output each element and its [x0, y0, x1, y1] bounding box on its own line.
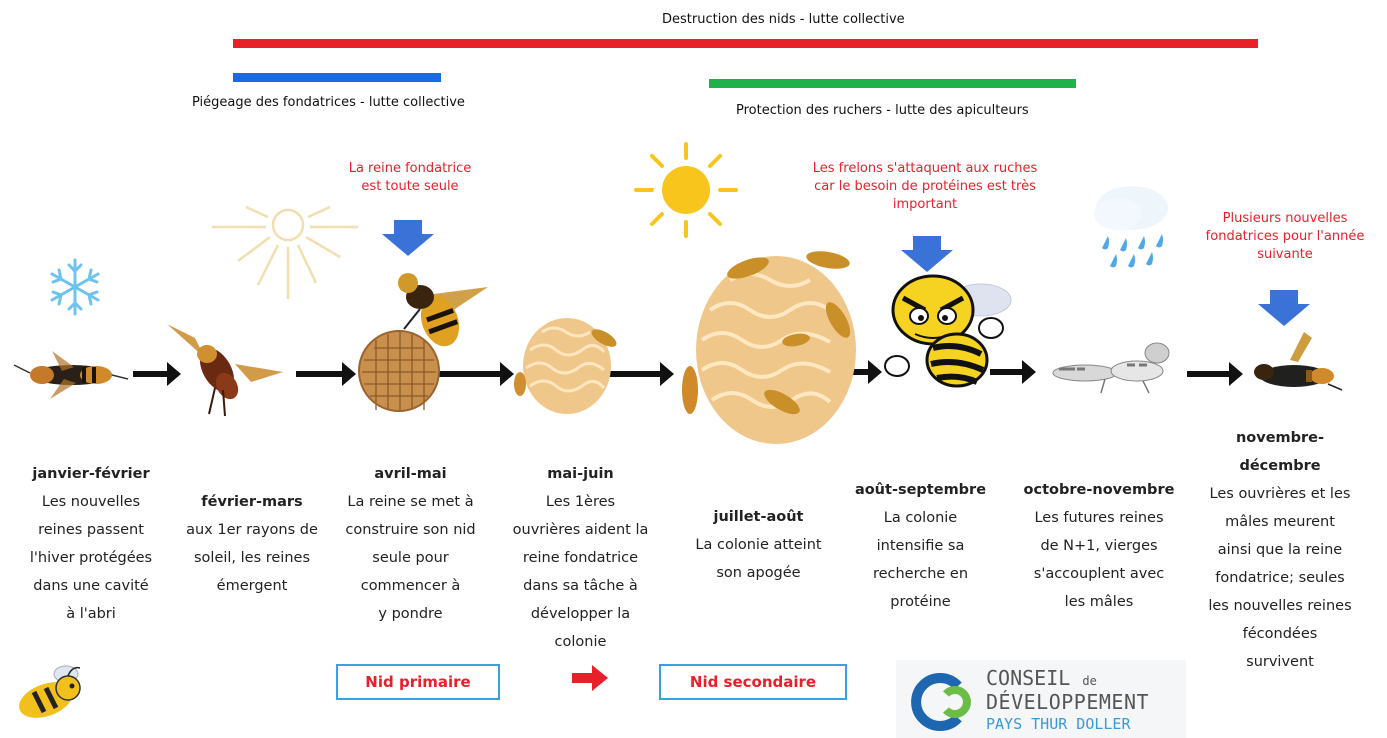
stage-janvier-fevrier: janvier-février Les nouvelles reines pas…: [0, 460, 182, 628]
stage-description: La colonie intensifie sa recherche en pr…: [872, 510, 969, 610]
stage-description: Les 1ères ouvrières aident la reine fond…: [512, 494, 649, 650]
stage-description: aux 1er rayons de soleil, les reines éme…: [186, 522, 318, 594]
down-arrow-icon: [901, 236, 953, 272]
right-arrow-icon: [438, 362, 514, 386]
rain-cloud-icon: [1094, 186, 1168, 268]
nest-icon: [358, 330, 440, 412]
stage-novembre-decembre: novembre- décembre Les ouvrières et les …: [1185, 424, 1375, 676]
piegeage-label: Piégeage des fondatrices - lutte collect…: [192, 95, 465, 110]
bee-mascot-icon: [19, 665, 81, 718]
protection-label: Protection des ruchers - lutte des apicu…: [736, 103, 1029, 118]
piegeage-bar: [233, 73, 441, 82]
stage-description: La reine se met à construire son nid seu…: [345, 494, 476, 622]
logo-line1: CONSEIL de: [986, 666, 1097, 690]
stage-fevrier-mars: février-mars aux 1er rayons de soleil, l…: [162, 488, 342, 600]
stage-title: janvier-février: [32, 466, 150, 482]
callout-frelons-ruches: Les frelons s'attaquent aux ruches car l…: [812, 161, 1038, 212]
stage-aout-septembre: août-septembre La colonie intensifie sa …: [828, 476, 1013, 616]
logo-mark-icon: [911, 673, 971, 731]
nid-secondaire-box: Nid secondaire: [659, 664, 847, 700]
callout-reine-seule: La reine fondatrice est toute seule: [348, 161, 472, 194]
stage-title: octobre-novembre: [1023, 482, 1175, 498]
down-arrow-icon: [1258, 290, 1310, 326]
logo-line3: PAYS THUR DOLLER: [986, 715, 1131, 733]
stage-avril-mai: avril-mai La reine se met à construire s…: [318, 460, 503, 628]
right-arrow-icon: [990, 360, 1036, 384]
stage-description: Les futures reines de N+1, vierges s'acc…: [1033, 510, 1165, 610]
nest-icon: [514, 318, 617, 414]
sun-icon: [634, 142, 738, 238]
destruction-label: Destruction des nids - lutte collective: [662, 12, 905, 27]
logo-conseil: CONSEIL: [986, 666, 1071, 690]
hornet-icon: [1052, 342, 1170, 394]
hornet-icon: [167, 324, 283, 417]
stage-title: mai-juin: [547, 466, 614, 482]
conseil-logo: CONSEIL de DÉVELOPPEMENT PAYS THUR DOLLE…: [896, 660, 1186, 738]
hornet-icon: [398, 273, 488, 347]
destruction-bar: [233, 39, 1258, 48]
nid-primaire-box: Nid primaire: [336, 664, 500, 700]
stage-title: août-septembre: [854, 482, 987, 498]
right-arrow-icon: [296, 362, 356, 386]
sun-icon: [212, 205, 358, 299]
logo-line2: DÉVELOPPEMENT: [986, 690, 1150, 714]
stage-mai-juin: mai-juin Les 1ères ouvrières aident la r…: [488, 460, 673, 656]
right-arrow-icon: [838, 360, 882, 384]
right-arrow-icon: [133, 362, 181, 386]
stage-description: La colonie atteint son apogée: [695, 537, 822, 581]
stage-description: Les nouvelles reines passent l'hiver pro…: [29, 494, 153, 622]
down-arrow-icon: [382, 220, 434, 256]
stage-description: Les ouvrières et les mâles meurent ainsi…: [1208, 486, 1352, 670]
protection-bar: [709, 79, 1076, 88]
stage-title: avril-mai: [374, 466, 447, 482]
right-arrow-icon: [572, 665, 608, 691]
right-arrow-icon: [1187, 362, 1243, 386]
hornet-icon: [1254, 332, 1343, 391]
hornet-icon: [884, 274, 1012, 388]
nest-icon: [682, 251, 856, 444]
logo-de: de: [1082, 674, 1097, 688]
right-arrow-icon: [604, 362, 674, 386]
callout-nouvelles-fondatrices: Plusieurs nouvelles fondatrices pour l'a…: [1205, 211, 1365, 262]
stage-title: février-mars: [201, 494, 303, 510]
stage-title: juillet-août: [713, 509, 804, 525]
hornet-icon: [13, 351, 129, 399]
snowflake-icon: [50, 258, 100, 316]
stage-title: novembre- décembre: [1235, 430, 1325, 474]
stage-octobre-novembre: octobre-novembre Les futures reines de N…: [1005, 476, 1193, 616]
stage-juillet-aout: juillet-août La colonie atteint son apog…: [666, 503, 851, 587]
